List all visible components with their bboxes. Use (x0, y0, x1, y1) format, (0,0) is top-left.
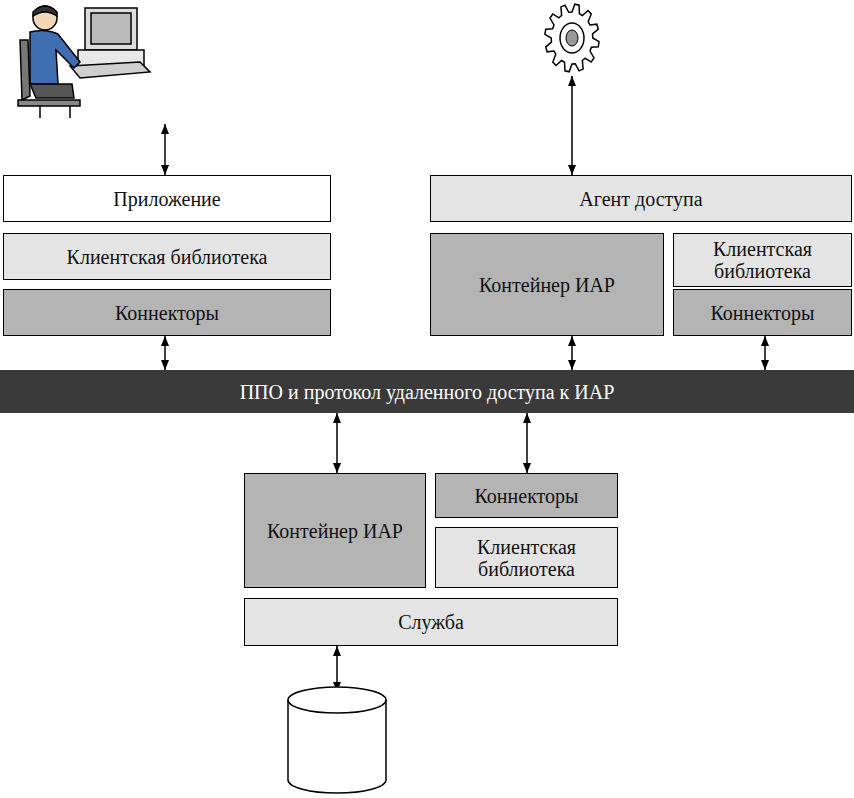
box-label: ППО и протокол удаленного доступа к ИАР (240, 381, 615, 403)
connectors-box: Коннекторы (435, 473, 618, 518)
application-box: Приложение (3, 175, 331, 222)
user-link-arrow (164, 124, 166, 175)
container-box: Контейнер ИАР (244, 473, 426, 588)
service-box: Служба (244, 598, 618, 646)
connectors-box: Коннекторы (673, 289, 852, 336)
container-box: Контейнер ИАР (430, 233, 664, 336)
user-icon (18, 6, 150, 118)
gear-icon (545, 4, 599, 72)
storage-cylinder (288, 687, 386, 793)
client-library-box: Клиентская библиотека (3, 233, 331, 280)
double-arrow-connector (571, 336, 573, 370)
box-label: Клиентская библиотека (682, 238, 843, 282)
box-label: Клиентская библиотека (67, 246, 268, 268)
double-arrow-connector (526, 413, 528, 473)
access-agent-box: Агент доступа (430, 175, 852, 222)
box-label: Коннекторы (711, 302, 815, 324)
box-label: Коннекторы (475, 485, 579, 507)
box-label: Клиентская библиотека (444, 536, 609, 580)
box-label: Контейнер ИАР (479, 274, 615, 296)
box-label: Агент доступа (579, 188, 702, 210)
double-arrow-connector (164, 336, 166, 370)
protocol-band: ППО и протокол удаленного доступа к ИАР (0, 370, 854, 413)
client-library-box: Клиентская библиотека (673, 233, 852, 287)
double-arrow-connector (764, 336, 766, 370)
box-label: Служба (398, 611, 464, 633)
box-label: Коннекторы (115, 302, 219, 324)
client-library-box: Клиентская библиотека (435, 527, 618, 588)
gear-link-arrow (571, 76, 573, 175)
double-arrow-connector (336, 413, 338, 473)
box-label: Приложение (113, 188, 220, 210)
storage-link-arrow (336, 646, 338, 692)
connectors-box: Коннекторы (3, 289, 331, 336)
box-label: Контейнер ИАР (267, 520, 403, 542)
